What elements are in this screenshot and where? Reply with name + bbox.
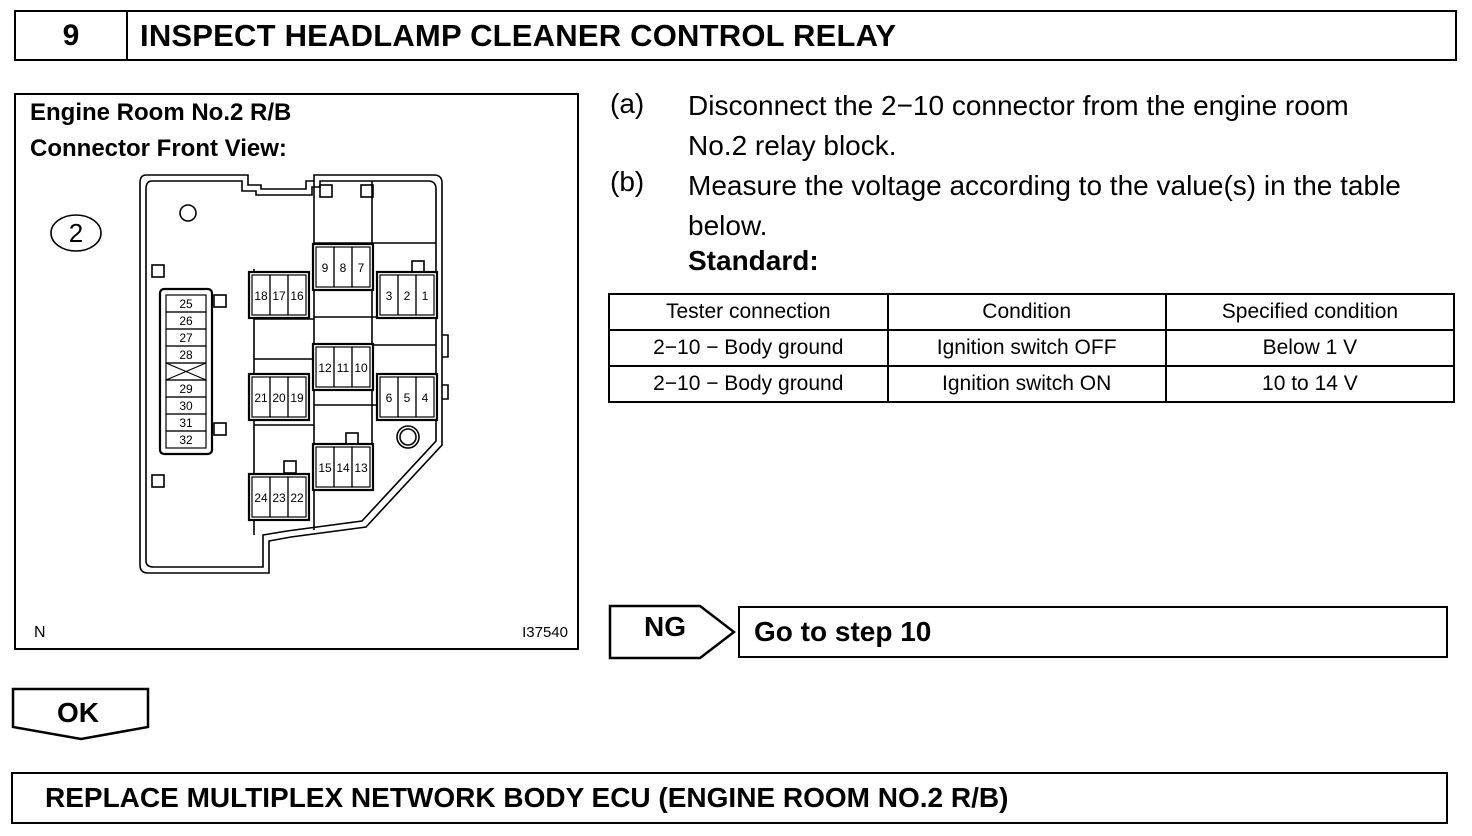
terminal-number: 27 [179,331,193,345]
terminal-group: 24 23 22 [247,472,311,522]
terminal-number: 7 [358,261,365,275]
table-header-cell: Specified condition [1164,293,1456,331]
housing-inner [145,180,437,568]
table-header-cell: Tester connection [608,293,889,331]
terminal-number: 23 [272,491,286,505]
terminal-cell [287,274,307,316]
terminal-cell [415,376,435,418]
terminal-group: 15 14 13 [311,442,375,492]
step-b-line2: below. [688,210,768,241]
terminal-number: 26 [179,314,193,328]
terminal-number: 30 [179,399,193,413]
terminal-number: 25 [179,297,193,311]
ng-arrow-shape [608,604,736,660]
table-header-row: Tester connection Condition Specified co… [608,293,1456,331]
step-number: 9 [16,12,128,59]
table-cell: Ignition switch OFF [886,329,1167,367]
terminal-number: 22 [290,491,304,505]
terminal-cell [165,430,207,449]
table-header-cell: Condition [886,293,1167,331]
ng-label: NG [644,611,686,642]
terminal-number: 12 [318,361,332,375]
step-title: INSPECT HEADLAMP CLEANER CONTROL RELAY [140,17,897,53]
terminal-number: 17 [272,289,286,303]
terminal-number: 11 [337,361,350,375]
table-cell: Ignition switch ON [886,365,1167,403]
terminal-cell [351,346,371,388]
terminal-number: 2 [404,289,411,303]
connector-callout-number: 2 [69,218,83,248]
step-header: 9 INSPECT HEADLAMP CLEANER CONTROL RELAY [14,10,1457,61]
ng-target-text: Go to step 10 [754,616,932,647]
terminal-number: 1 [422,289,429,303]
terminal-number: 5 [404,391,411,405]
ok-label: OK [57,697,99,728]
diagram-title-line2: Connector Front View: [30,135,287,162]
diagram-title-line1: Engine Room No.2 R/B [30,99,292,126]
table-cell: Below 1 V [1164,329,1456,367]
ok-arrow-shape [11,687,150,741]
terminal-number: 13 [354,461,368,475]
table-row: 2−10 − Body ground Ignition switch ON 10… [608,365,1456,403]
terminal-number: 20 [272,391,286,405]
terminal-number: 31 [179,416,193,430]
terminal-number: 21 [254,391,268,405]
terminal-group: 21 20 19 [247,372,311,422]
terminal-cell [287,376,307,418]
terminal-cell [415,274,435,316]
terminal-number: 32 [179,433,193,447]
terminal-group: 18 17 16 [247,270,311,320]
diagram-corner-label: N [34,624,46,641]
terminal-number: 8 [340,261,347,275]
terminal-number: 9 [322,261,329,275]
figure-id: I37540 [522,624,568,641]
terminal-cell [351,246,371,288]
table-cell: 2−10 − Body ground [608,365,889,403]
ng-target-box[interactable]: Go to step 10 [738,606,1448,658]
table-row: 2−10 − Body ground Ignition switch OFF B… [608,329,1456,367]
table-cell: 2−10 − Body ground [608,329,889,367]
connector-callout-circle [50,214,102,252]
terminal-number: 6 [386,391,393,405]
standard-label: Standard: [688,245,819,276]
step-a-line2: No.2 relay block. [688,130,897,161]
terminal-number: 14 [336,461,350,475]
terminal-number: 18 [254,289,268,303]
step-a-letter: (a) [610,88,645,119]
terminal-number: 28 [179,348,193,362]
final-action-box[interactable]: REPLACE MULTIPLEX NETWORK BODY ECU (ENGI… [11,772,1448,824]
terminal-cell [287,476,307,518]
housing-outline [139,174,443,574]
table-cell: 10 to 14 V [1164,365,1456,403]
terminal-number: 3 [386,289,393,303]
terminal-cell [351,446,371,488]
terminal-number: 4 [422,391,429,405]
terminal-number: 19 [290,391,304,405]
spec-table: Tester connection Condition Specified co… [608,293,1456,403]
step-b-line1: Measure the voltage according to the val… [688,170,1401,201]
mounting-hole [179,204,197,222]
step-a-line1: Disconnect the 2−10 connector from the e… [688,90,1349,121]
final-action-text: REPLACE MULTIPLEX NETWORK BODY ECU (ENGI… [45,782,1009,813]
terminal-number: 24 [254,491,268,505]
left-column-connector: 25 26 27 28 29 30 31 32 [158,287,214,456]
terminal-number: 16 [290,289,304,303]
terminal-number: 15 [318,461,332,475]
terminal-number: 10 [354,361,368,375]
connector-diagram: Engine Room No.2 R/B Connector Front Vie… [14,93,579,650]
step-b-letter: (b) [610,166,645,197]
terminal-number: 29 [179,382,193,396]
terminal-group: 12 11 10 [311,342,375,392]
